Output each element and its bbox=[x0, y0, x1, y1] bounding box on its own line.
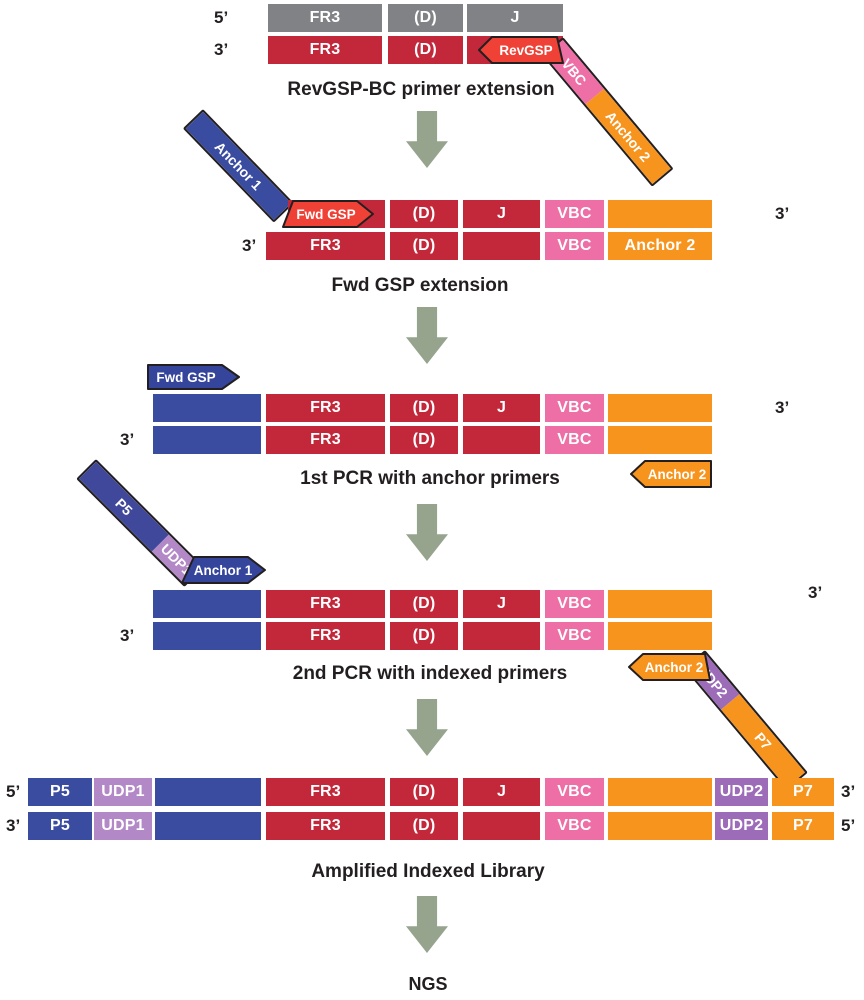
step-label-5: Amplified Indexed Library bbox=[311, 861, 545, 882]
strand-label-3prime: 3’ bbox=[775, 204, 790, 223]
strand-label-3prime: 3’ bbox=[808, 583, 823, 602]
segment-p7: P7 bbox=[772, 778, 834, 806]
band-segment-anchor1: Anchor 1 bbox=[185, 111, 292, 220]
anchor1-primer-arrow: Anchor 1 bbox=[181, 556, 266, 584]
segment-anchor2-blank bbox=[608, 622, 712, 650]
step-label-4: 2nd PCR with indexed primers bbox=[292, 663, 568, 684]
down-arrow-icon bbox=[406, 307, 448, 364]
segment-j-blank bbox=[463, 426, 540, 454]
down-arrow-icon bbox=[406, 504, 448, 561]
segment-udp2: UDP2 bbox=[715, 778, 768, 806]
segment-anchor2-blank bbox=[608, 426, 712, 454]
segment-vbc: VBC bbox=[545, 232, 604, 260]
segment-p5: P5 bbox=[28, 812, 92, 840]
band-segment-p7: P7 bbox=[721, 694, 806, 788]
segment-d: (D) bbox=[390, 426, 458, 454]
strand-label-3prime: 3’ bbox=[841, 782, 856, 801]
strand-label-3prime: 3’ bbox=[120, 430, 135, 449]
segment-anchor1-blank bbox=[155, 812, 261, 840]
fwdgsp-primer-arrow: Fwd GSP bbox=[282, 200, 374, 228]
band-segment-p5: P5 bbox=[79, 461, 169, 552]
segment-fr3: FR3 bbox=[266, 590, 385, 618]
segment-fr3: FR3 bbox=[266, 426, 385, 454]
segment-d: (D) bbox=[390, 622, 458, 650]
segment-anchor2-blank bbox=[608, 778, 712, 806]
fwdgsp-primer-label: Fwd GSP bbox=[296, 207, 355, 222]
segment-anchor2-blank bbox=[608, 200, 712, 228]
segment-anchor1-blank bbox=[153, 590, 261, 618]
segment-vbc: VBC bbox=[545, 622, 604, 650]
segment-fr3: FR3 bbox=[266, 812, 385, 840]
segment-j-blank bbox=[463, 812, 540, 840]
segment-udp1: UDP1 bbox=[94, 778, 152, 806]
step-label-1: RevGSP-BC primer extension bbox=[287, 79, 555, 100]
segment-d: (D) bbox=[390, 590, 458, 618]
segment-vbc: VBC bbox=[545, 394, 604, 422]
strand-label-3prime: 3’ bbox=[6, 816, 21, 835]
segment-d: (D) bbox=[390, 200, 458, 228]
anchor2-primer-label: Anchor 2 bbox=[645, 660, 704, 675]
band-segment-anchor2: Anchor 2 bbox=[585, 88, 671, 184]
segment-anchor2: Anchor 2 bbox=[608, 232, 712, 260]
segment-vbc: VBC bbox=[545, 590, 604, 618]
segment-j: J bbox=[463, 778, 540, 806]
anchor2-indexed-primer-arrow: Anchor 2 bbox=[628, 653, 711, 681]
segment-d: (D) bbox=[390, 812, 458, 840]
segment-d: (D) bbox=[388, 4, 463, 32]
strand-label-5prime: 5’ bbox=[214, 8, 229, 27]
segment-udp2: UDP2 bbox=[715, 812, 768, 840]
segment-d: (D) bbox=[390, 232, 458, 260]
segment-j: J bbox=[463, 590, 540, 618]
segment-d: (D) bbox=[388, 36, 463, 64]
segment-anchor2-blank bbox=[608, 590, 712, 618]
segment-anchor2-blank bbox=[608, 394, 712, 422]
step-label-2: Fwd GSP extension bbox=[331, 275, 509, 296]
fwdgsp-primer-label: Fwd GSP bbox=[156, 370, 215, 385]
segment-d: (D) bbox=[390, 394, 458, 422]
revgsp-primer-label: RevGSP bbox=[499, 43, 552, 58]
anchor2-primer-label: Anchor 2 bbox=[648, 467, 707, 482]
segment-fr3: FR3 bbox=[266, 232, 385, 260]
segment-fr3: FR3 bbox=[266, 394, 385, 422]
strand-label-3prime: 3’ bbox=[214, 40, 229, 59]
segment-anchor1-blank bbox=[153, 622, 261, 650]
strand-label-5prime: 5’ bbox=[6, 782, 21, 801]
segment-anchor2-blank bbox=[608, 812, 712, 840]
segment-j: J bbox=[467, 4, 563, 32]
step-label-ngs: NGS bbox=[408, 974, 448, 994]
segment-anchor1-blank bbox=[153, 394, 261, 422]
strand-label-3prime: 3’ bbox=[242, 236, 257, 255]
down-arrow-icon bbox=[406, 896, 448, 953]
segment-j: J bbox=[463, 200, 540, 228]
segment-vbc: VBC bbox=[545, 426, 604, 454]
segment-vbc: VBC bbox=[545, 778, 604, 806]
fwdgsp-anchor-primer-arrow: Fwd GSP bbox=[147, 364, 240, 390]
segment-anchor1-blank bbox=[155, 778, 261, 806]
segment-fr3: FR3 bbox=[268, 4, 382, 32]
segment-fr3: FR3 bbox=[266, 778, 385, 806]
segment-udp1: UDP1 bbox=[94, 812, 152, 840]
segment-fr3: FR3 bbox=[266, 622, 385, 650]
segment-vbc: VBC bbox=[545, 812, 604, 840]
anchor1-adapter-band: Anchor 1 bbox=[182, 109, 295, 223]
strand-label-3prime: 3’ bbox=[775, 398, 790, 417]
down-arrow-icon bbox=[406, 699, 448, 756]
segment-j-blank bbox=[463, 622, 540, 650]
step-label-3: 1st PCR with anchor primers bbox=[300, 468, 560, 489]
segment-d: (D) bbox=[390, 778, 458, 806]
segment-p5: P5 bbox=[28, 778, 92, 806]
segment-fr3: FR3 bbox=[268, 36, 382, 64]
strand-label-5prime: 5’ bbox=[841, 816, 856, 835]
segment-anchor1-blank bbox=[153, 426, 261, 454]
anchor1-primer-label: Anchor 1 bbox=[194, 563, 253, 578]
segment-j-blank bbox=[463, 232, 540, 260]
segment-j: J bbox=[463, 394, 540, 422]
revgsp-primer-arrow: RevGSP bbox=[478, 36, 564, 64]
strand-label-3prime: 3’ bbox=[120, 626, 135, 645]
down-arrow-icon bbox=[406, 111, 448, 168]
segment-vbc: VBC bbox=[545, 200, 604, 228]
segment-p7: P7 bbox=[772, 812, 834, 840]
anchor2-primer-arrow: Anchor 2 bbox=[630, 460, 712, 488]
